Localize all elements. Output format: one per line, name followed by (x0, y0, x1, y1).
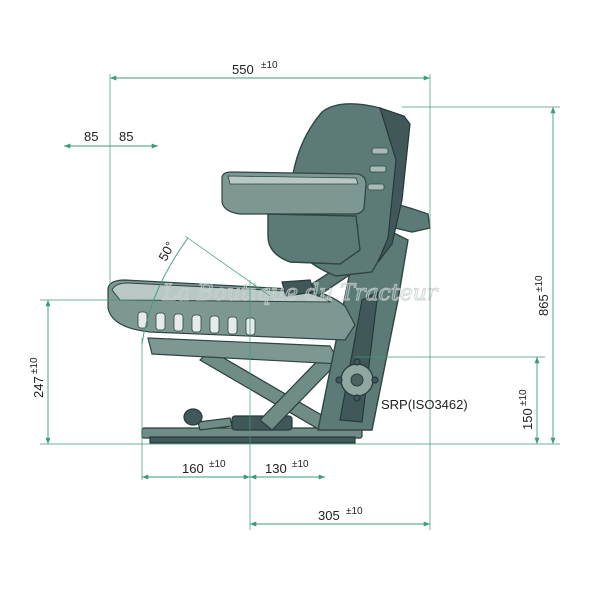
label-srp-depth: 305 (318, 508, 340, 523)
label-fore-aft-front: 160 (182, 461, 204, 476)
tol-fore-aft-front: ±10 (209, 459, 226, 470)
seat-belt-buckle (281, 279, 315, 297)
label-overall-height: 865 (536, 294, 551, 316)
label-fore-aft-rear: 130 (265, 461, 287, 476)
lumbar-pad (267, 213, 361, 265)
wheel-lobe (353, 394, 361, 402)
angle-arc (141, 237, 189, 345)
adjustment-wheel-hub (350, 373, 364, 387)
watermark: La Boutique du Tracteur (162, 281, 439, 306)
angle-ray (184, 235, 271, 297)
tol-srp-depth: ±10 (346, 506, 363, 517)
suspension-frame (147, 337, 342, 365)
label-adjust-left: 85 (84, 129, 98, 144)
label-backrest-angle: 50° (155, 239, 177, 263)
dimension-labels: 550 ±10 85 85 865 ±10 150 ±10 247 ±10 16… (29, 60, 551, 523)
label-srp-height: 150 (520, 408, 535, 430)
backrest-rear (377, 107, 411, 263)
tol-seat-height: ±10 (29, 357, 40, 374)
base-rail-lower (149, 436, 356, 444)
seat-illustration (107, 103, 431, 444)
label-overall-depth: 550 (232, 62, 254, 77)
wheel-lobe (335, 376, 343, 384)
tol-overall-height: ±10 (534, 275, 545, 292)
tol-overall-depth: ±10 (261, 60, 278, 71)
lever-knob (183, 408, 203, 426)
wheel-lobe (371, 376, 379, 384)
cushion-ribs (137, 311, 256, 336)
label-adjust-right: 85 (119, 129, 133, 144)
dimension-lines (40, 74, 560, 530)
wheel-lobe (353, 358, 361, 366)
armrest-top (227, 175, 359, 185)
label-seat-height: 247 (31, 376, 46, 398)
label-srp: SRP(ISO3462) (381, 397, 468, 412)
tol-fore-aft-rear: ±10 (292, 459, 309, 470)
tol-srp-height: ±10 (518, 389, 529, 406)
